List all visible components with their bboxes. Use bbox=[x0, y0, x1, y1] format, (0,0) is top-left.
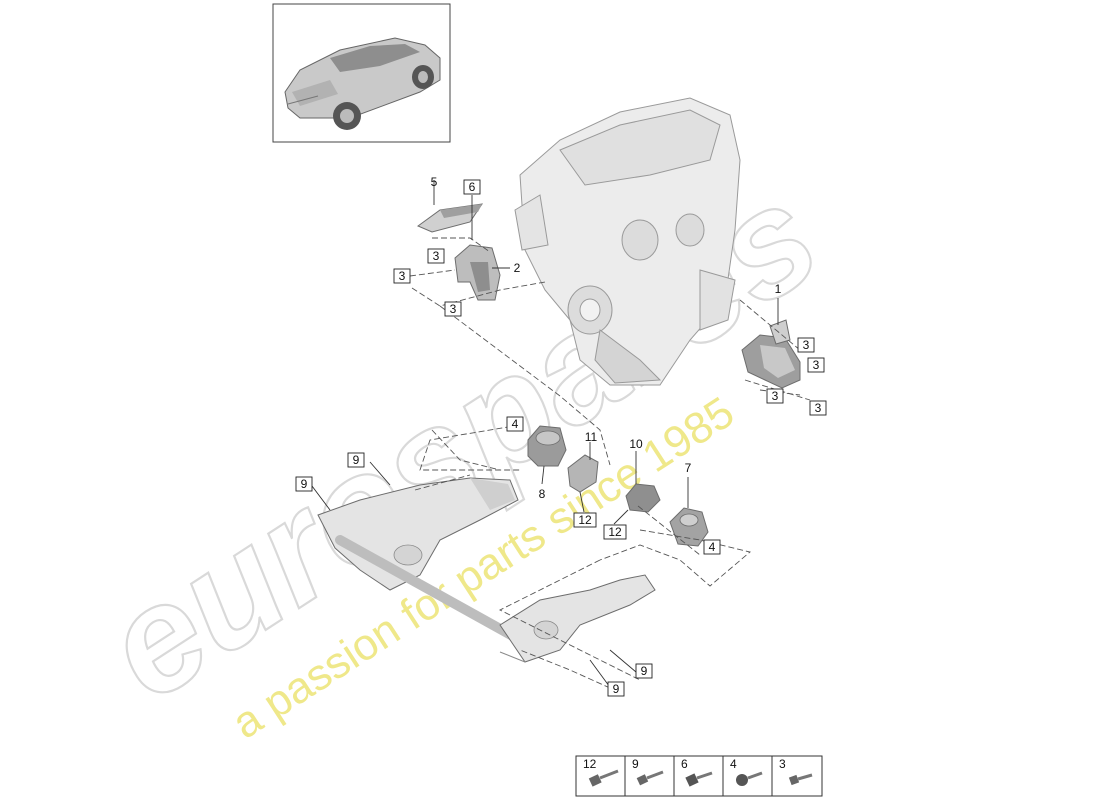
engine-mount-8-part bbox=[527, 425, 567, 467]
short-bolt-icon bbox=[788, 773, 813, 786]
legend-item-12: 12 bbox=[583, 757, 619, 787]
svg-text:3: 3 bbox=[815, 401, 822, 415]
callout-1: 1 bbox=[775, 282, 782, 296]
leader-lines bbox=[311, 180, 779, 691]
flange-bolt-icon bbox=[685, 771, 713, 787]
svg-text:3: 3 bbox=[399, 269, 406, 283]
fastener-legend: 12 9 6 4 bbox=[575, 755, 823, 797]
callout-9-d: 9 bbox=[607, 681, 625, 697]
callout-3-b: 3 bbox=[393, 268, 411, 284]
callout-3-a: 3 bbox=[427, 248, 445, 264]
callout-12-a: 12 bbox=[573, 512, 597, 528]
callout-11: 11 bbox=[585, 430, 598, 444]
engine-assembly bbox=[514, 97, 741, 386]
callout-10: 10 bbox=[629, 437, 643, 451]
legend-item-6: 6 bbox=[681, 757, 713, 787]
svg-text:6: 6 bbox=[681, 757, 688, 771]
car-silhouette-icon bbox=[284, 37, 441, 130]
callout-4-b: 4 bbox=[703, 539, 721, 555]
engine-bracket-left-part bbox=[454, 244, 501, 301]
callout-6: 6 bbox=[463, 179, 481, 195]
callout-3-e: 3 bbox=[807, 357, 825, 373]
callout-9-a: 9 bbox=[347, 452, 365, 468]
callout-4-a: 4 bbox=[506, 416, 524, 432]
subframe-lower-part bbox=[499, 574, 656, 663]
assembly-lines bbox=[409, 237, 811, 689]
svg-text:3: 3 bbox=[772, 389, 779, 403]
subframe-upper-part bbox=[317, 477, 525, 645]
callout-9-b: 9 bbox=[295, 476, 313, 492]
hex-nut-bolt-icon bbox=[736, 771, 763, 786]
engine-mount-right-part bbox=[741, 319, 801, 389]
svg-text:3: 3 bbox=[433, 249, 440, 263]
heat-shield-part bbox=[416, 203, 484, 233]
svg-text:12: 12 bbox=[583, 757, 597, 771]
callout-12-b: 12 bbox=[603, 524, 627, 540]
svg-text:4: 4 bbox=[512, 417, 519, 431]
callout-9-c: 9 bbox=[635, 663, 653, 679]
svg-text:6: 6 bbox=[469, 180, 476, 194]
svg-text:9: 9 bbox=[301, 477, 308, 491]
callout-7: 7 bbox=[685, 461, 692, 475]
svg-text:9: 9 bbox=[353, 453, 360, 467]
hex-bolt-icon bbox=[636, 770, 664, 786]
svg-text:3: 3 bbox=[813, 358, 820, 372]
callout-3-c: 3 bbox=[444, 301, 462, 317]
svg-text:3: 3 bbox=[803, 338, 810, 352]
svg-text:9: 9 bbox=[632, 757, 639, 771]
hex-bolt-long-icon bbox=[588, 769, 619, 787]
callouts: 5 2 1 11 10 7 8 6 3 3 3 3 3 bbox=[295, 175, 827, 697]
callout-3-g: 3 bbox=[809, 400, 827, 416]
legend-item-4: 4 bbox=[730, 757, 763, 786]
callout-5: 5 bbox=[431, 175, 438, 189]
svg-text:9: 9 bbox=[641, 664, 648, 678]
callout-3-d: 3 bbox=[797, 337, 815, 353]
svg-text:12: 12 bbox=[578, 513, 592, 527]
legend-item-9: 9 bbox=[632, 757, 664, 786]
svg-text:9: 9 bbox=[613, 682, 620, 696]
callout-2: 2 bbox=[514, 261, 521, 275]
callout-8: 8 bbox=[539, 487, 546, 501]
svg-text:3: 3 bbox=[450, 302, 457, 316]
vehicle-thumbnail bbox=[272, 3, 451, 143]
legend-item-3: 3 bbox=[779, 757, 813, 786]
bracket-11-part bbox=[567, 454, 599, 493]
svg-text:12: 12 bbox=[608, 525, 622, 539]
svg-text:4: 4 bbox=[730, 757, 737, 771]
callout-3-f: 3 bbox=[766, 388, 784, 404]
svg-text:3: 3 bbox=[779, 757, 786, 771]
svg-text:4: 4 bbox=[709, 540, 716, 554]
